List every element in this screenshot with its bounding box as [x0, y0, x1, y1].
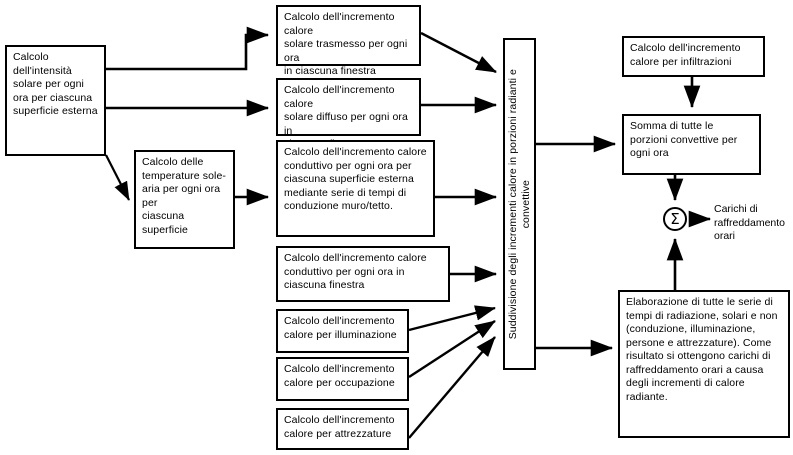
- node-lighting[interactable]: Calcolo dell'incremento calore per illum…: [276, 309, 409, 353]
- node-solar-intensity[interactable]: Calcolo dell'intensità solare per ogni o…: [5, 45, 106, 156]
- node-solar-transmitted[interactable]: Calcolo dell'incremento calore solare tr…: [276, 5, 421, 77]
- output-label: Carichi di raffreddamento orari: [714, 203, 786, 242]
- node-sol-air-temperature[interactable]: Calcolo delle temperature sole- aria per…: [134, 150, 235, 249]
- summation-node[interactable]: Σ: [663, 207, 687, 231]
- node-conductive-window[interactable]: Calcolo dell'incremento calore conduttiv…: [276, 246, 450, 302]
- edge-equipment-to-splitter: [408, 336, 496, 439]
- node-solar-diffuse[interactable]: Calcolo dell'incremento calore solare di…: [276, 78, 421, 150]
- node-convective-sum[interactable]: Somma di tutte le porzioni convettive pe…: [622, 114, 761, 175]
- edge-occupancy-to-splitter: [408, 319, 496, 379]
- node-conductive-surface[interactable]: Calcolo dell'incremento calore conduttiv…: [276, 140, 435, 237]
- node-radiant-processing[interactable]: Elaborazione di tutte le serie di tempi …: [618, 290, 790, 438]
- node-splitter[interactable]: Suddivisione degli incrementi calore in …: [503, 38, 536, 370]
- node-infiltration[interactable]: Calcolo dell'incremento calore per infil…: [622, 36, 765, 77]
- node-occupancy[interactable]: Calcolo dell'incremento calore per occup…: [276, 357, 409, 401]
- edge-intensity-to-solair: [105, 154, 130, 201]
- sigma-icon: Σ: [670, 209, 680, 228]
- node-equipment[interactable]: Calcolo dell'incremento calore per attre…: [276, 408, 409, 450]
- edge-intensity-to-transmitted: [105, 26, 270, 71]
- edge-lighting-to-splitter: [408, 305, 496, 332]
- node-splitter-label: Suddivisione degli incrementi calore in …: [506, 68, 532, 340]
- edge-transmitted-to-splitter: [420, 31, 497, 74]
